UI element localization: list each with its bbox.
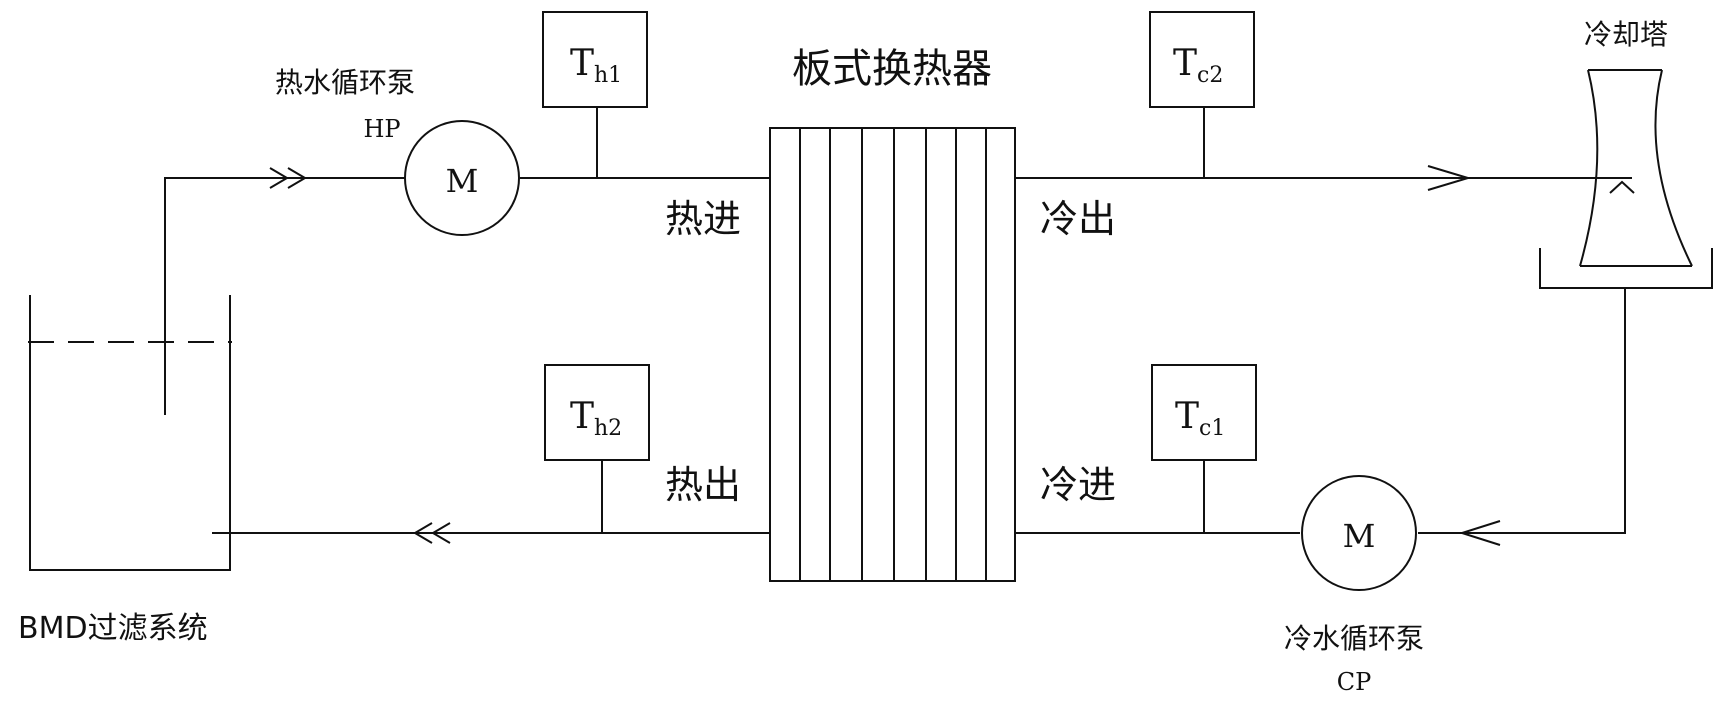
sensor-th2-main: T	[570, 396, 594, 437]
cold-supply-pipe	[1015, 165, 1635, 194]
hot-supply-pipe	[164, 167, 770, 415]
sensor-tc1-sub: c1	[1199, 416, 1225, 441]
sensor-tc1: T c1	[1151, 364, 1257, 533]
sensor-th1-main: T	[570, 43, 594, 84]
flow-arrow	[269, 167, 289, 189]
port-cold-in: 冷进	[1040, 463, 1116, 507]
cold-pump-label: 冷水循环泵	[1284, 622, 1424, 655]
sensor-tc1-main: T	[1175, 396, 1199, 437]
flow-arrow	[287, 167, 307, 189]
hot-pump-motor-symbol: M	[446, 162, 479, 200]
port-cold-out: 冷出	[1040, 197, 1116, 241]
sensor-th2: T h2	[544, 364, 650, 533]
flow-arrow	[1458, 520, 1501, 546]
filter-system-label: BMD过滤系统	[18, 611, 208, 646]
flow-arrow	[413, 522, 433, 544]
sensor-tc2-sub: c2	[1197, 63, 1223, 88]
flow-arrow	[1609, 180, 1635, 194]
port-hot-out: 热出	[665, 463, 741, 507]
port-hot-in: 热进	[665, 197, 741, 241]
sensor-th2-sub: h2	[594, 416, 622, 441]
hot-return-pipe	[212, 522, 770, 544]
cold-pump-code: CP	[1337, 668, 1372, 696]
cold-water-pump: M 冷水循环泵 CP	[1284, 475, 1424, 696]
cooling-tower: 冷却塔	[1539, 18, 1713, 289]
sensor-th1-sub: h1	[594, 63, 622, 88]
sensor-tc2: T c2	[1149, 11, 1255, 178]
heat-exchanger-title: 板式换热器	[792, 46, 992, 92]
cold-pump-motor-symbol: M	[1343, 517, 1376, 555]
plate-heat-exchanger: 板式换热器	[769, 46, 1016, 582]
flow-arrow	[1427, 165, 1472, 191]
sensor-th1: T h1	[542, 11, 648, 178]
hot-pump-label: 热水循环泵	[275, 66, 415, 99]
filter-tank: BMD过滤系统	[18, 295, 232, 646]
flow-arrow	[431, 522, 451, 544]
cold-return-pipe	[1015, 288, 1626, 546]
hot-water-pump: M 热水循环泵 HP	[275, 66, 520, 236]
sensor-tc2-main: T	[1173, 43, 1197, 84]
cooling-tower-label: 冷却塔	[1584, 18, 1668, 51]
hot-pump-code: HP	[363, 115, 400, 143]
